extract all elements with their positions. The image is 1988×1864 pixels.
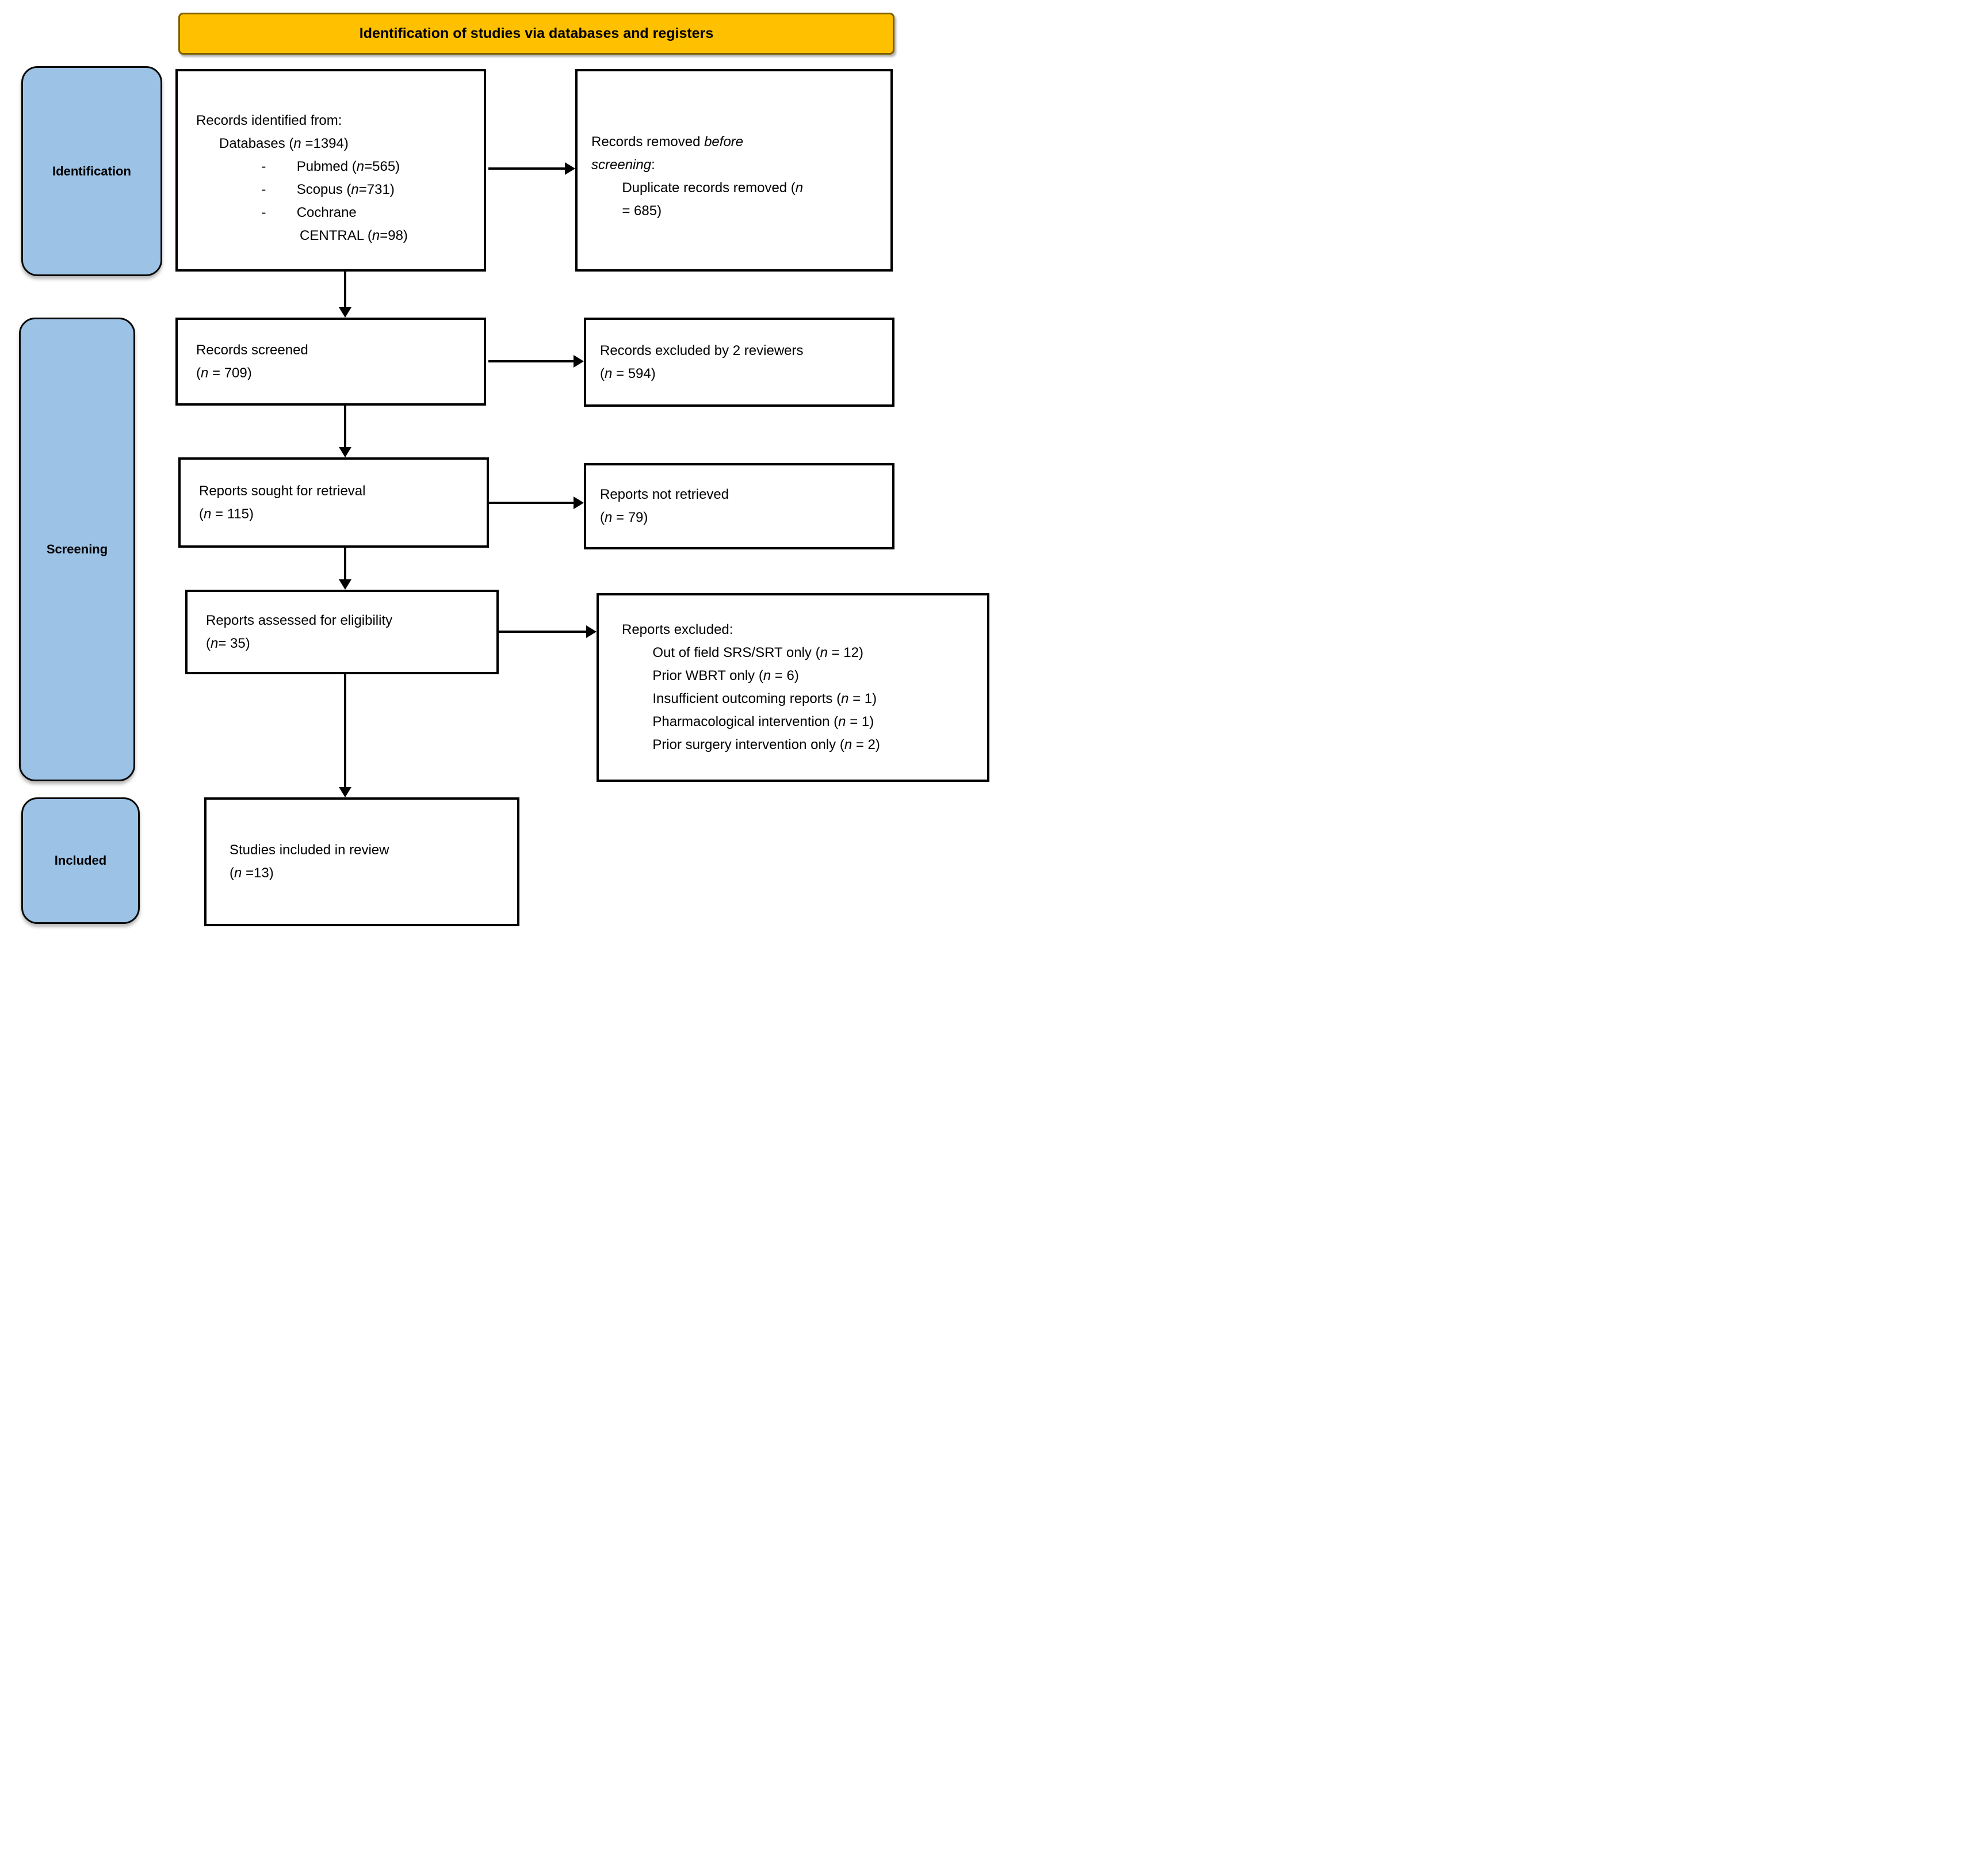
box-text-line: Pharmacological intervention (n = 1)	[622, 714, 874, 729]
box-text-line: screening:	[591, 157, 655, 173]
box-text-line: Prior WBRT only (n = 6)	[622, 668, 799, 683]
box-text-line: Studies included in review	[230, 842, 389, 858]
arrow-screened-to-sought	[344, 406, 346, 447]
box-text-line: (n = 79)	[600, 510, 648, 525]
box-text-line: Reports assessed for eligibility	[206, 612, 393, 628]
stage-label-screening: Screening	[19, 318, 135, 781]
box-text-line: = 685)	[591, 203, 662, 219]
studies-included-box: Studies included in review (n =13)	[204, 797, 519, 926]
box-text-line: Prior surgery intervention only (n = 2)	[622, 737, 880, 753]
arrow-identified-to-removed	[488, 167, 565, 170]
arrow-down-icon	[339, 787, 351, 797]
title-banner: Identification of studies via databases …	[178, 13, 894, 55]
arrow-right-icon	[574, 496, 584, 509]
arrow-sought-to-assessed	[344, 548, 346, 579]
stage-label-included: Included	[21, 797, 140, 924]
box-text-line: Duplicate records removed (n	[591, 180, 804, 196]
records-identified-box: Records identified from: Databases (n =1…	[175, 69, 486, 272]
box-text-line: Records screened	[196, 342, 308, 358]
reports-assessed-box: Reports assessed for eligibility (n= 35)	[185, 590, 499, 674]
records-screened-box: Records screened (n = 709)	[175, 318, 486, 406]
stage-identification-text: Identification	[52, 163, 131, 178]
box-text-line: Records identified from:	[196, 113, 342, 128]
box-text-line: (n = 709)	[196, 365, 252, 381]
box-text-line: (n = 594)	[600, 365, 656, 381]
arrow-down-icon	[339, 579, 351, 590]
arrow-sought-to-not-retrieved	[489, 502, 574, 504]
arrow-assessed-to-included	[344, 674, 346, 787]
box-text-line: Reports not retrieved	[600, 487, 729, 502]
arrow-identified-to-screened	[344, 272, 346, 307]
records-excluded-box: Records excluded by 2 reviewers (n = 594)	[584, 318, 894, 407]
arrow-right-icon	[565, 162, 575, 175]
title-banner-text: Identification of studies via databases …	[359, 25, 714, 41]
arrow-right-icon	[586, 625, 597, 638]
arrow-down-icon	[339, 307, 351, 318]
box-text-line: - Scopus (n=731)	[196, 182, 395, 197]
box-text-line: - Pubmed (n=565)	[196, 159, 400, 174]
box-text-line: Reports sought for retrieval	[199, 483, 366, 499]
arrow-down-icon	[339, 447, 351, 457]
prisma-flow-diagram: Identification of studies via databases …	[0, 0, 994, 932]
box-text-line: - Cochrane	[196, 205, 357, 220]
records-removed-before-screening-box: Records removed before screening: Duplica…	[575, 69, 893, 272]
box-text-line: Insufficient outcoming reports (n = 1)	[622, 691, 877, 706]
reports-not-retrieved-box: Reports not retrieved (n = 79)	[584, 463, 894, 549]
reports-excluded-box: Reports excluded: Out of field SRS/SRT o…	[597, 593, 989, 782]
box-text-line: CENTRAL (n=98)	[196, 228, 408, 243]
stage-included-text: Included	[54, 853, 107, 868]
box-text-line: (n= 35)	[206, 635, 250, 651]
reports-sought-box: Reports sought for retrieval (n = 115)	[178, 457, 489, 548]
box-text-line: (n = 115)	[199, 506, 254, 522]
box-text-line: (n =13)	[230, 865, 274, 881]
stage-label-identification: Identification	[21, 66, 162, 276]
box-text-line: Records excluded by 2 reviewers	[600, 342, 804, 358]
box-text-line: Out of field SRS/SRT only (n = 12)	[622, 645, 863, 660]
arrow-screened-to-excluded	[488, 360, 574, 362]
box-text-line: Databases (n =1394)	[196, 136, 349, 151]
box-text-line: Reports excluded:	[622, 622, 733, 637]
stage-screening-text: Screening	[46, 542, 108, 556]
box-text-line: Records removed before	[591, 134, 744, 150]
arrow-assessed-to-excluded	[499, 631, 586, 633]
arrow-right-icon	[574, 355, 584, 368]
